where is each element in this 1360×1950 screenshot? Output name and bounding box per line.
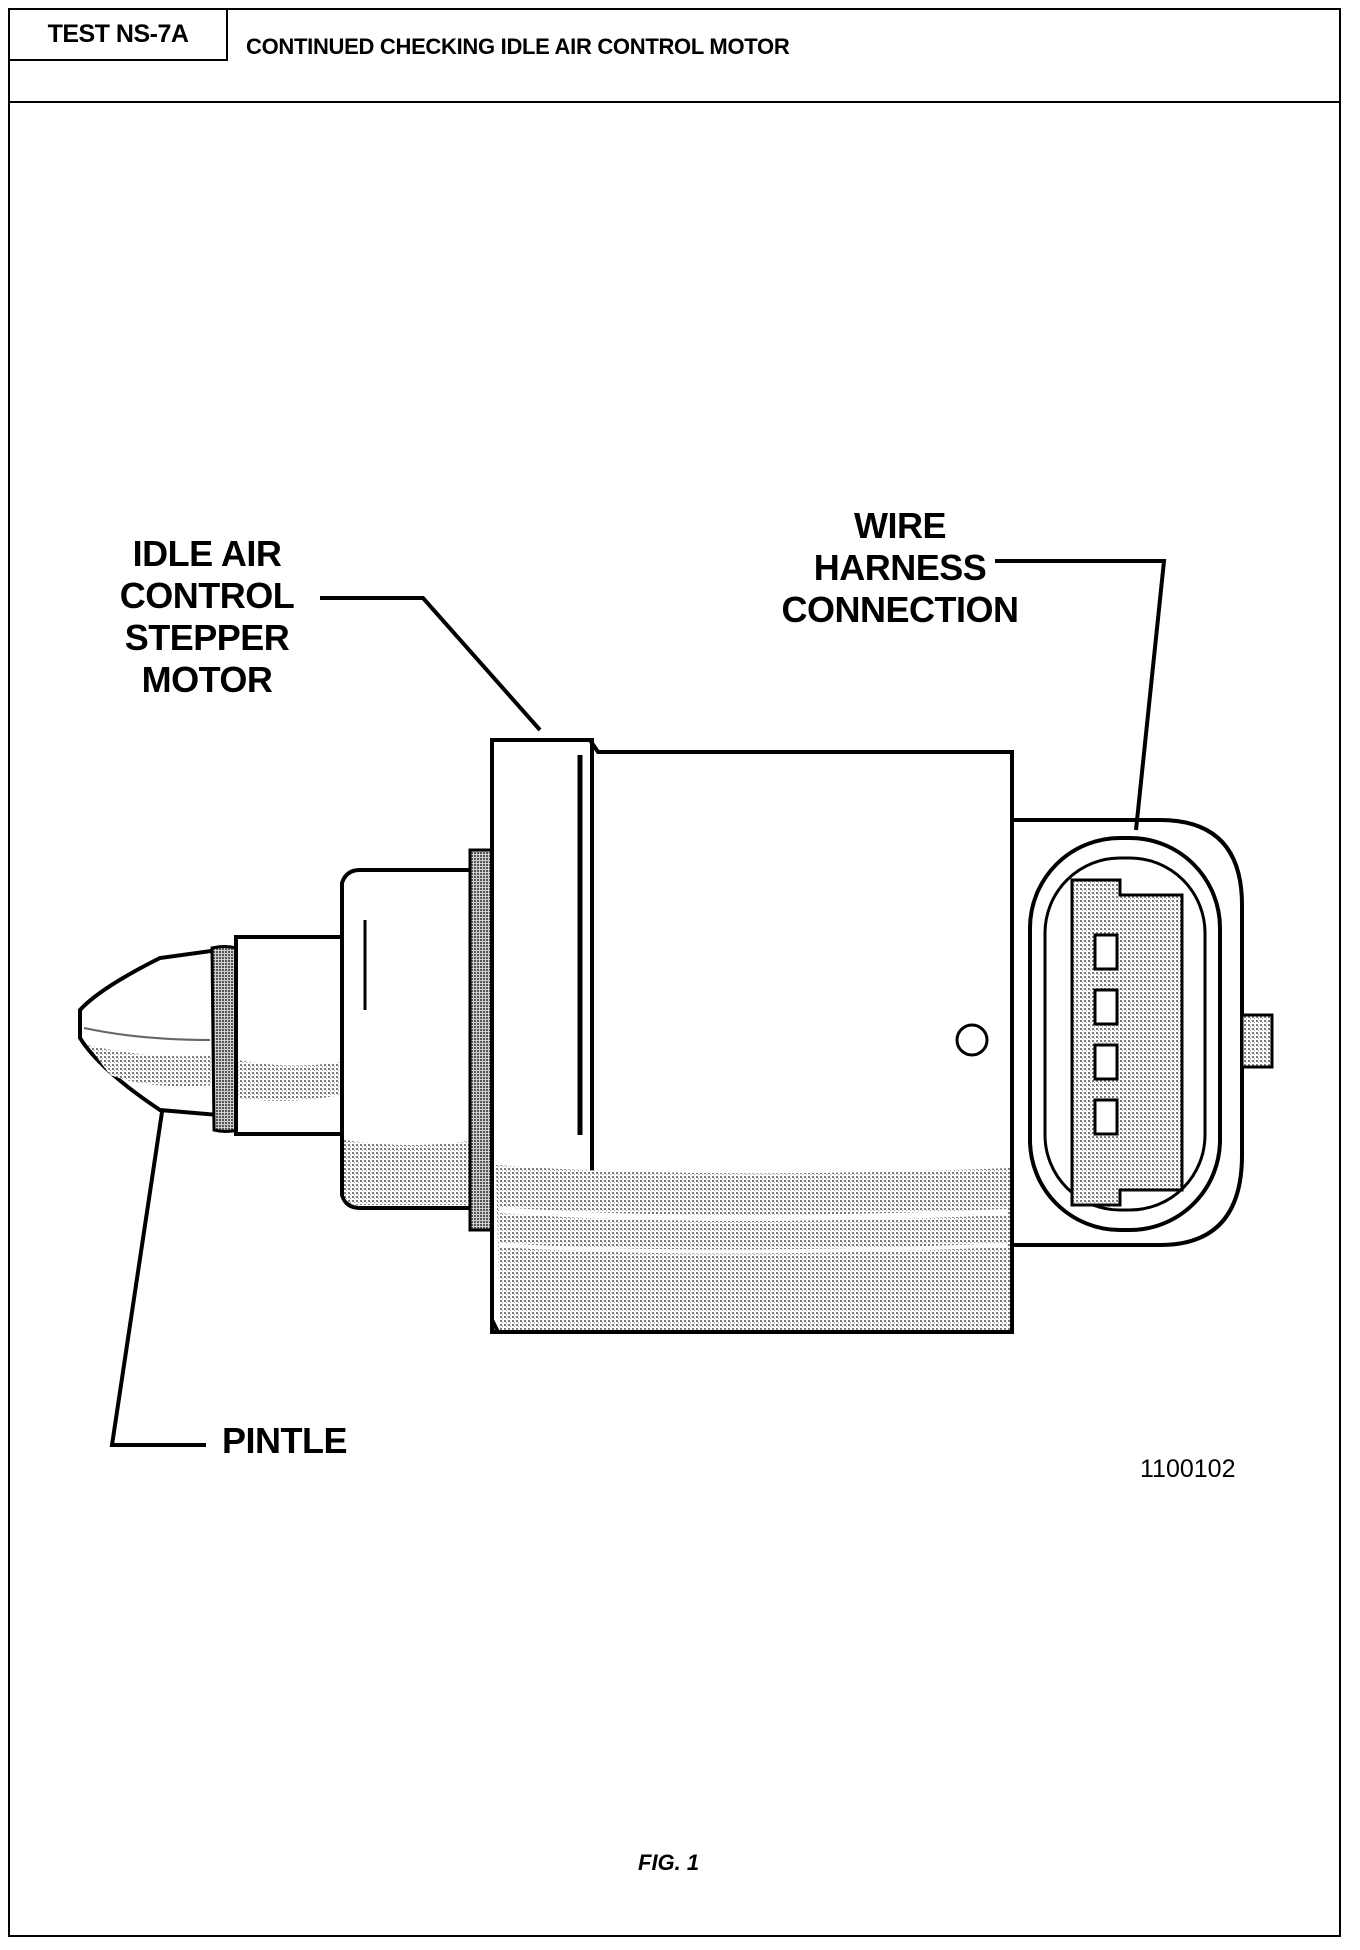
motor-neck: [340, 868, 480, 1210]
page-title: CONTINUED CHECKING IDLE AIR CONTROL MOTO…: [246, 34, 790, 59]
page-frame: TEST NS-7A CONTINUED CHECKING IDLE AIR C…: [8, 8, 1341, 1937]
leader-line-pintle: [109, 1111, 206, 1447]
shaft: [234, 935, 344, 1136]
motor-body: [490, 738, 1014, 1334]
callout-wire-harness: WIRE HARNESS CONNECTION: [781, 505, 1020, 630]
pintle: [78, 947, 220, 1118]
leader-line-wire: [995, 559, 1167, 831]
leader-line-iac: [320, 596, 542, 732]
callout-pintle: PINTLE: [222, 1420, 348, 1461]
connector-socket: [1028, 836, 1222, 1232]
callout-iac-motor: IDLE AIR CONTROL STEPPER MOTOR: [119, 533, 295, 700]
header-row: TEST NS-7A CONTINUED CHECKING IDLE AIR C…: [10, 10, 1339, 103]
figure-caption: FIG. 1: [638, 1850, 700, 1875]
connector-pins: [1093, 933, 1119, 1136]
part-number: 1100102: [1140, 1455, 1236, 1483]
test-id-label: TEST NS-7A: [10, 10, 228, 61]
